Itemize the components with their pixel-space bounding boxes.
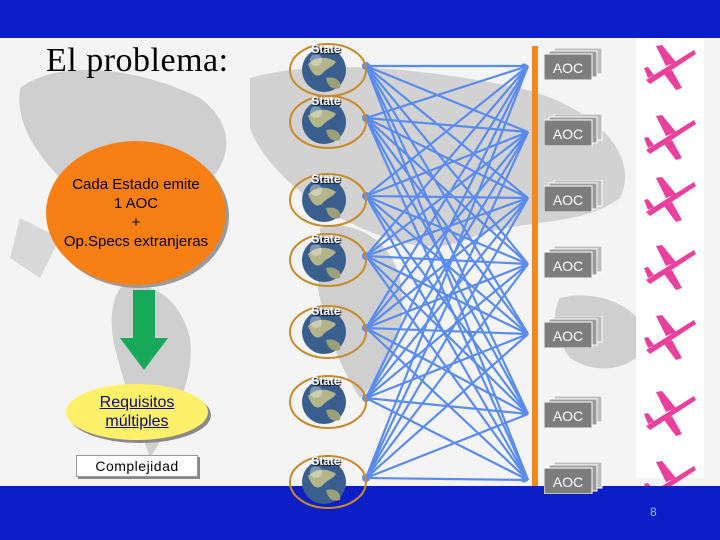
connection-line xyxy=(365,255,529,481)
orange-divider-bar xyxy=(532,46,538,486)
top-bar xyxy=(0,0,720,38)
connection-line xyxy=(365,116,529,134)
airplane-icon xyxy=(644,315,696,360)
down-arrow-icon xyxy=(120,290,168,370)
globe-icon xyxy=(289,233,367,287)
state-label: State xyxy=(311,454,341,468)
state-label: State xyxy=(311,304,341,318)
connection-line xyxy=(365,476,529,482)
connection-arrowhead xyxy=(521,261,527,267)
complexity-box: Complejidad xyxy=(76,455,198,477)
aoc-document-stack: AOC xyxy=(543,113,604,147)
aoc-document-stack: AOC xyxy=(543,47,604,81)
connection-line xyxy=(365,332,529,400)
aoc-label: AOC xyxy=(552,60,584,76)
aoc-label: AOC xyxy=(552,126,584,142)
connection-line xyxy=(365,65,529,415)
document-stack-icon xyxy=(543,315,603,349)
state-globe: State xyxy=(286,38,367,102)
state-globe: State xyxy=(286,370,367,434)
requirements-oval: Requisitos múltiples xyxy=(66,384,208,440)
airplane-column xyxy=(636,38,704,506)
connection-line xyxy=(365,117,529,199)
airplane-icon xyxy=(644,177,696,222)
document-stack-icon xyxy=(543,47,603,81)
connection-line xyxy=(365,65,529,257)
globe-icon xyxy=(289,455,367,509)
globe-icon xyxy=(289,173,367,227)
connection-line xyxy=(365,197,529,399)
connection-arrowhead xyxy=(521,331,527,337)
airplane-icon xyxy=(644,391,696,436)
globe-icon xyxy=(289,375,367,429)
state-globe: State xyxy=(286,90,367,154)
connection-line xyxy=(365,197,529,479)
globe-icon xyxy=(289,305,367,359)
aoc-document-stack: AOC xyxy=(543,461,604,495)
aoc-document-stack: AOC xyxy=(543,315,604,349)
aoc-document-stack: AOC xyxy=(543,179,604,213)
connection-line xyxy=(365,263,529,399)
state-label: State xyxy=(311,94,341,108)
connection-line xyxy=(364,65,530,479)
document-stack-icon xyxy=(543,113,603,147)
connection-line xyxy=(365,117,529,265)
state-label: State xyxy=(311,374,341,388)
airplane-icon xyxy=(644,115,696,160)
connection-line xyxy=(365,412,529,480)
connection-line xyxy=(365,196,529,258)
aoc-label: AOC xyxy=(552,474,584,490)
connection-line xyxy=(365,255,529,415)
connection-arrowhead xyxy=(521,195,527,201)
globe-icon xyxy=(289,95,367,149)
globe-icon xyxy=(289,43,367,97)
connection-arrowhead xyxy=(521,129,527,135)
connection-line xyxy=(365,65,529,197)
state-label: State xyxy=(311,172,341,186)
aoc-label: AOC xyxy=(552,192,584,208)
connection-line xyxy=(365,131,529,399)
document-stack-icon xyxy=(543,245,603,279)
connection-arrowhead xyxy=(521,411,527,417)
aoc-label: AOC xyxy=(552,408,584,424)
document-stack-icon xyxy=(543,179,603,213)
aoc-document-stack: AOC xyxy=(543,245,604,279)
connection-line xyxy=(365,64,529,134)
connection-line xyxy=(365,65,529,399)
airplane-icon xyxy=(644,45,696,90)
state-globe: State xyxy=(286,168,367,232)
connection-line xyxy=(365,254,529,266)
slide-title: El problema: xyxy=(46,42,229,79)
connection-line xyxy=(365,131,529,257)
state-globe: State xyxy=(286,228,367,292)
connection-line xyxy=(365,262,529,330)
connection-line xyxy=(365,333,529,479)
state-label: State xyxy=(311,232,341,246)
state-globe: State xyxy=(286,300,367,364)
aoc-label: AOC xyxy=(552,328,584,344)
connection-arrowhead xyxy=(521,63,527,69)
connection-line xyxy=(365,64,529,120)
connection-line xyxy=(365,131,529,479)
page-number: 8 xyxy=(650,505,657,519)
orange-statement-text: Cada Estado emite 1 AOC + Op.Specs extra… xyxy=(63,176,209,250)
connection-arrowhead xyxy=(521,477,527,483)
orange-statement-oval: Cada Estado emite 1 AOC + Op.Specs extra… xyxy=(46,141,226,285)
aoc-label: AOC xyxy=(552,258,584,274)
document-stack-icon xyxy=(543,395,603,429)
aoc-document-stack: AOC xyxy=(543,395,604,429)
connection-line xyxy=(365,65,529,329)
connection-line xyxy=(365,65,529,335)
connection-line xyxy=(365,263,529,479)
airplane-icon xyxy=(644,245,696,290)
state-label: State xyxy=(311,42,341,56)
connection-line xyxy=(365,130,529,198)
state-globe: State xyxy=(286,450,367,514)
